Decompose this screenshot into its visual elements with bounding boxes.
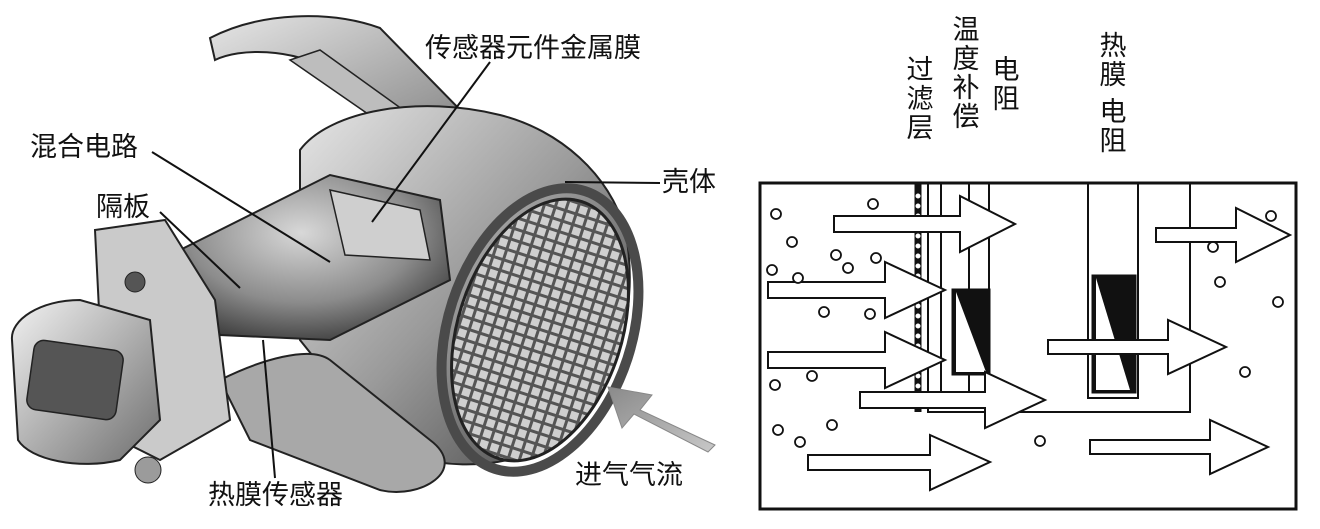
flow-arrow — [1089, 418, 1271, 476]
label-hybrid-circuit: 混合电路 — [30, 132, 138, 163]
label-housing: 壳体 — [662, 167, 716, 198]
flow-arrow — [807, 433, 993, 492]
label-resistor-2: 电阻 — [1099, 97, 1127, 157]
particle — [1034, 435, 1046, 447]
label-sensor-element-metal-film: 传感器元件金属膜 — [425, 33, 641, 64]
leader-hot-film-sensor — [262, 339, 276, 479]
hot-film-highlight — [1096, 278, 1130, 390]
particle — [842, 262, 854, 274]
particle — [772, 424, 784, 436]
particle — [1207, 241, 1219, 253]
inlet-ring — [436, 183, 644, 477]
particle — [864, 308, 876, 320]
maf-sensor-illustration — [10, 15, 716, 493]
flange-screw — [134, 456, 162, 484]
particle — [769, 379, 781, 391]
temp-resistor-highlight — [956, 292, 986, 372]
sensor-element-carrier — [329, 189, 431, 261]
label-resistor-1: 电阻 — [992, 55, 1020, 115]
flow-arrow — [1155, 206, 1293, 264]
leader-hybrid-circuit — [151, 151, 331, 263]
plug-socket — [26, 339, 124, 421]
airflow-arrows — [767, 194, 1293, 492]
particle — [794, 436, 806, 448]
flange-bolt-hole — [124, 271, 146, 293]
leader-metal-film — [371, 61, 491, 223]
particle — [786, 236, 798, 248]
hot-film-carrier — [1087, 182, 1139, 399]
particle — [1272, 296, 1284, 308]
flow-arrow — [1047, 318, 1229, 376]
particle — [870, 252, 882, 264]
flow-arrow — [767, 260, 948, 320]
flow-arrow — [859, 370, 1048, 430]
particle — [1265, 210, 1277, 222]
particles — [766, 198, 1284, 448]
flow-arrow — [767, 330, 948, 390]
particle — [867, 198, 879, 210]
intake-airflow-arrow — [607, 386, 716, 453]
particle — [1214, 276, 1226, 288]
particle — [806, 370, 818, 382]
label-intake-airflow: 进气气流 — [575, 460, 683, 491]
leader-housing — [564, 181, 661, 184]
particle — [1239, 366, 1251, 378]
label-temp-compensation: 温度补偿 — [952, 15, 980, 133]
leader-partition — [159, 211, 241, 289]
particle — [792, 272, 804, 284]
label-filter-layer: 过滤层 — [906, 55, 934, 144]
label-partition: 隔板 — [96, 192, 150, 223]
particle — [766, 264, 778, 276]
particle — [770, 208, 782, 220]
particle — [830, 249, 842, 261]
principle-schematic — [758, 181, 1298, 511]
flow-arrow — [833, 194, 1018, 254]
label-hot-film: 热膜 — [1099, 31, 1127, 91]
label-hot-film-sensor: 热膜传感器 — [208, 480, 343, 511]
particle — [818, 306, 830, 318]
inlet-mesh-grid — [450, 197, 630, 463]
particle — [826, 419, 838, 431]
